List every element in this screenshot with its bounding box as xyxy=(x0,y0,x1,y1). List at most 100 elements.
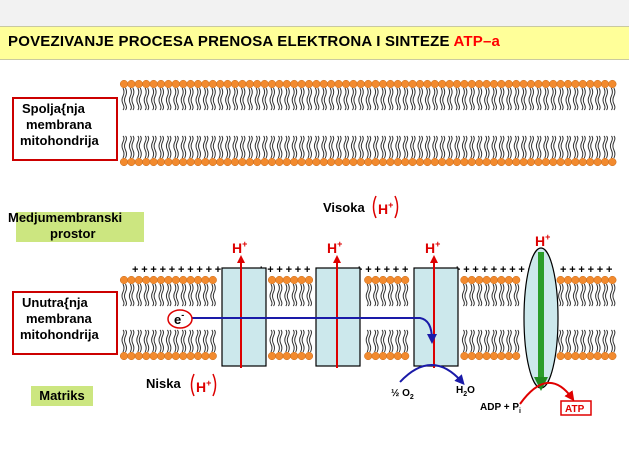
lipid-tail xyxy=(346,135,349,159)
lipid-tail xyxy=(597,135,601,159)
lipid-tail xyxy=(183,283,187,307)
lipid-tail xyxy=(165,135,169,159)
lipid-head xyxy=(386,351,395,361)
lipid-tail xyxy=(434,135,438,159)
plus-sign: + xyxy=(160,264,166,276)
lipid-tail xyxy=(212,135,216,159)
lipid-head xyxy=(586,275,595,285)
lipid-tail xyxy=(383,87,386,111)
plus-sign: + xyxy=(169,264,175,276)
lipid-tail xyxy=(405,135,409,159)
lipid-head xyxy=(216,79,225,89)
lipid-tail xyxy=(442,87,446,111)
water-label: H2O xyxy=(456,385,475,398)
lipid-head xyxy=(297,351,306,361)
lipid-head xyxy=(497,157,506,167)
pump-h-label-1: H+ xyxy=(232,239,247,256)
lipid-tail xyxy=(516,329,520,353)
lipid-tail xyxy=(602,135,606,159)
lipid-tail xyxy=(469,283,473,307)
low-h-ion: H+ xyxy=(196,378,211,395)
lipid-tail xyxy=(402,135,406,159)
lipid-head xyxy=(334,79,343,89)
lipid-head xyxy=(600,275,610,285)
lipid-head xyxy=(482,351,491,361)
lipid-tail xyxy=(365,135,369,159)
lipid-head xyxy=(563,351,573,361)
lipid-tail xyxy=(358,135,362,159)
lipid-tail xyxy=(531,135,534,159)
lipid-head xyxy=(230,79,240,89)
lipid-tail xyxy=(397,283,401,307)
lipid-head xyxy=(512,79,521,89)
lipid-tail xyxy=(151,329,155,353)
lipid-tail xyxy=(390,87,394,111)
lipid-tail xyxy=(195,283,199,307)
plus-sign: + xyxy=(491,264,497,276)
title-highlight: ATP–a xyxy=(453,33,501,50)
lipid-head xyxy=(445,157,454,167)
lipid-tail xyxy=(306,135,310,159)
lipid-tail xyxy=(597,87,601,111)
lipid-tail xyxy=(568,329,571,353)
lipid-tail xyxy=(609,87,613,111)
lipid-tail xyxy=(476,135,480,159)
lipid-head xyxy=(556,351,565,361)
matrix-label: Matriks xyxy=(31,386,93,406)
lipid-tail xyxy=(420,135,423,159)
lipid-tail xyxy=(602,87,606,111)
low-bracket-right xyxy=(212,373,217,397)
lipid-tail xyxy=(491,87,495,111)
lipid-tail xyxy=(323,135,327,159)
lipid-tail xyxy=(195,135,199,159)
atp-box xyxy=(560,400,592,416)
lipid-head xyxy=(356,157,365,167)
lipid-tail xyxy=(558,135,562,159)
lipid-tail xyxy=(597,329,601,353)
plus-sign: + xyxy=(206,264,212,276)
lipid-tail xyxy=(272,87,275,111)
lipid-head xyxy=(408,157,417,167)
lipid-head xyxy=(356,79,365,89)
lipid-tail xyxy=(479,135,483,159)
lipid-head xyxy=(253,157,262,167)
lipid-tail xyxy=(242,87,246,111)
lipid-tail xyxy=(572,87,576,111)
adp-to-atp-arrow xyxy=(519,381,575,405)
lipid-head xyxy=(127,79,136,89)
lipid-tail xyxy=(380,329,384,353)
lipid-tail xyxy=(151,87,155,111)
lipid-tail xyxy=(590,87,594,111)
lipid-tail xyxy=(210,283,214,307)
lipid-tail xyxy=(521,135,525,159)
lipid-tail xyxy=(328,87,332,111)
lipid-tail xyxy=(595,135,599,159)
lipid-tail xyxy=(306,87,310,111)
lipid-tail xyxy=(590,329,594,353)
lipid-tail xyxy=(254,135,258,159)
lipid-head xyxy=(541,157,550,167)
lipid-head xyxy=(586,157,595,167)
inner-membrane-line-1: Unutra{nja xyxy=(22,295,88,310)
lipid-tail xyxy=(121,87,125,111)
adp-pi-label: ADP + Pi xyxy=(480,402,521,415)
lipid-head xyxy=(282,275,291,285)
plus-sign: + xyxy=(215,264,221,276)
lipid-tail xyxy=(538,135,542,159)
lipid-tail xyxy=(476,329,480,353)
lipid-head xyxy=(319,157,328,167)
lipid-tail xyxy=(276,135,280,159)
lipid-head xyxy=(193,79,203,89)
lipid-tail xyxy=(158,329,162,353)
lipid-head xyxy=(578,275,587,285)
lipid-head xyxy=(201,351,210,361)
lipid-head xyxy=(556,157,565,167)
lipid-head xyxy=(201,275,210,285)
lipid-tail xyxy=(217,135,221,159)
lipid-head xyxy=(593,79,602,89)
lipid-head xyxy=(208,79,217,89)
lipid-head xyxy=(334,157,343,167)
lipid-head xyxy=(171,351,180,361)
lipid-tail xyxy=(175,135,179,159)
lipid-tail xyxy=(494,135,497,159)
